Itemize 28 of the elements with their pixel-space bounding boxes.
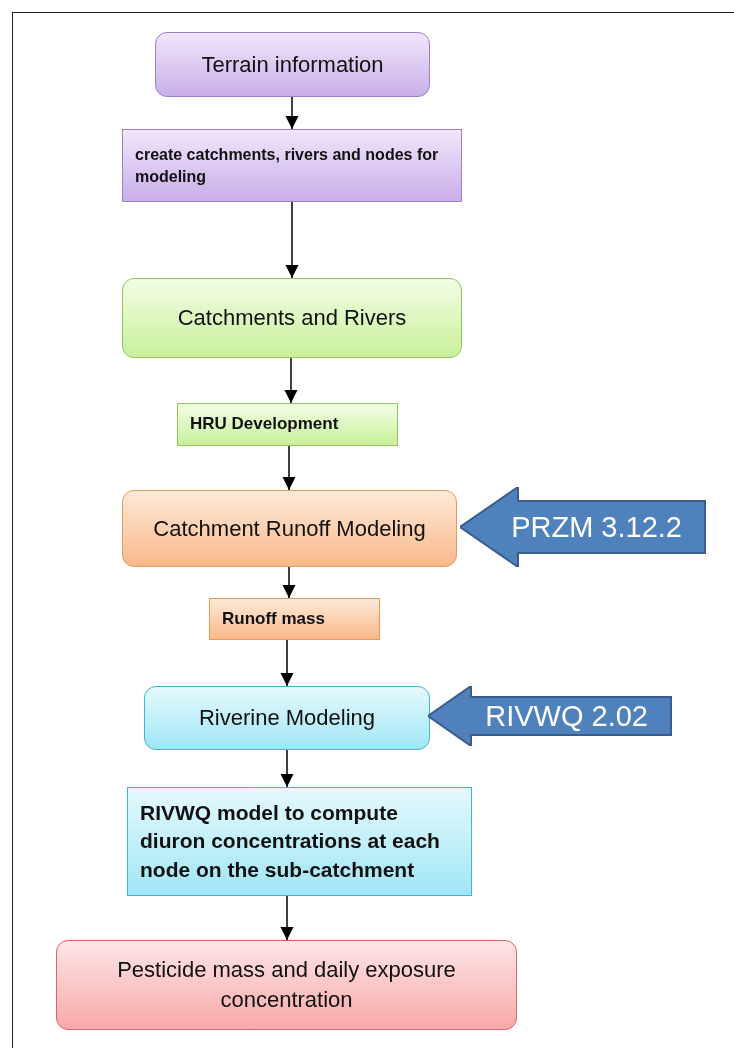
node-text: create catchments, rivers and nodes for modeling	[135, 144, 440, 187]
node-text: Riverine Modeling	[198, 704, 376, 733]
process-box	[56, 940, 517, 1030]
node-text: Catchment Runoff Modeling	[153, 514, 426, 543]
arrow-label: RIVWQ 2.02	[485, 699, 648, 733]
arrow	[280, 895, 294, 941]
arrow	[282, 445, 296, 491]
process-box	[122, 278, 462, 358]
arrow	[284, 357, 298, 404]
node-text: Pesticide mass and daily exposure concentration	[116, 956, 457, 1014]
node-text: Terrain information	[201, 50, 384, 79]
step-box	[209, 598, 380, 640]
step-box	[122, 129, 462, 202]
process-box	[155, 32, 430, 97]
node-text: Catchments and Rivers	[177, 304, 407, 333]
arrow	[280, 639, 294, 687]
step-box	[177, 403, 398, 446]
node-text: Runoff mass	[222, 607, 325, 630]
arrow	[285, 201, 299, 279]
arrow	[285, 96, 299, 130]
node-text: HRU Development	[190, 413, 339, 436]
arrow-label: PRZM 3.12.2	[511, 510, 682, 544]
arrow	[282, 566, 296, 599]
node-text: RIVWQ model to compute diuron concentrations at each node on the sub-catchment	[140, 800, 441, 883]
process-box	[122, 490, 457, 567]
arrow	[280, 749, 294, 788]
step-box	[127, 787, 472, 896]
process-box	[144, 686, 430, 750]
